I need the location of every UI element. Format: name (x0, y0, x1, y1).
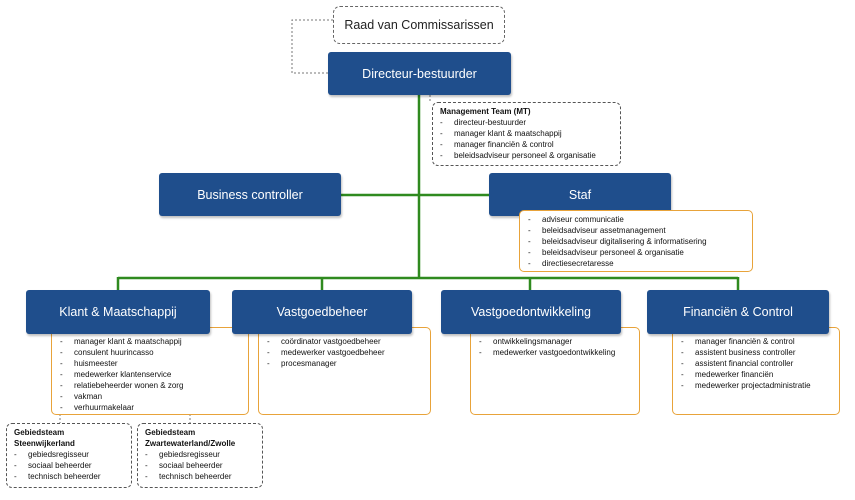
raad-dotted-connector (291, 19, 333, 74)
list-item: gebiedsregisseur (14, 449, 124, 460)
list-item: beleidsadviseur digitalisering & informa… (528, 236, 744, 247)
list-item: beleidsadviseur personeel & organisatie (440, 150, 613, 161)
mt-title: Management Team (MT) (440, 107, 531, 116)
raad-van-commissarissen-box: Raad van Commissarissen (333, 6, 505, 44)
list-item: assistent business controller (681, 347, 831, 358)
list-item: technisch beheerder (145, 471, 255, 482)
dept-label: Vastgoedbeheer (276, 305, 368, 319)
directeur-label: Directeur-bestuurder (362, 66, 477, 81)
list-item: beleidsadviseur assetmanagement (528, 225, 744, 236)
list-item: huismeester (60, 358, 240, 369)
dept-klant-list: manager klant & maatschappij consulent h… (60, 336, 240, 413)
staf-roles-box: adviseur communicatie beleidsadviseur as… (519, 210, 753, 272)
dept-financien-control-box: Financiën & Control (647, 290, 829, 334)
management-team-box: Management Team (MT) directeur-bestuurde… (432, 102, 621, 166)
dept-financien-list: manager financiën & control assistent bu… (681, 336, 831, 391)
business-controller-label: Business controller (197, 187, 303, 202)
dept-vastgoedbeheer-roles-box: coördinator vastgoedbeheer medewerker va… (258, 327, 431, 415)
gebiedsteam-title: Gebiedsteam (14, 428, 65, 437)
list-item: procesmanager (267, 358, 422, 369)
list-item: gebiedsregisseur (145, 449, 255, 460)
gebiedsteam-2-list: gebiedsregisseur sociaal beheerder techn… (145, 449, 255, 482)
list-item: medewerker klantenservice (60, 369, 240, 380)
mt-list: directeur-bestuurder manager klant & maa… (440, 117, 613, 161)
list-item: medewerker financiën (681, 369, 831, 380)
list-item: vakman (60, 391, 240, 402)
dept-vastgoedbeheer-box: Vastgoedbeheer (232, 290, 412, 334)
list-item: medewerker vastgoedontwikkeling (479, 347, 631, 358)
list-item: coördinator vastgoedbeheer (267, 336, 422, 347)
dept-vastgoedontwikkeling-box: Vastgoedontwikkeling (441, 290, 621, 334)
raad-label: Raad van Commissarissen (344, 18, 494, 32)
dept-klant-roles-box: manager klant & maatschappij consulent h… (51, 327, 249, 415)
list-item: relatiebeheerder wonen & zorg (60, 380, 240, 391)
list-item: adviseur communicatie (528, 214, 744, 225)
list-item: ontwikkelingsmanager (479, 336, 631, 347)
list-item: manager klant & maatschappij (60, 336, 240, 347)
gebiedsteam-1-list: gebiedsregisseur sociaal beheerder techn… (14, 449, 124, 482)
list-item: medewerker vastgoedbeheer (267, 347, 422, 358)
list-item: manager financiën & control (681, 336, 831, 347)
gebiedsteam-steenwijkerland-box: Gebiedsteam Steenwijkerland gebiedsregis… (6, 423, 132, 488)
dept-klant-maatschappij-box: Klant & Maatschappij (26, 290, 210, 334)
directeur-bestuurder-box: Directeur-bestuurder (328, 52, 511, 95)
dept-vastgoedontwikkeling-list: ontwikkelingsmanager medewerker vastgoed… (479, 336, 631, 358)
dept-vastgoedbeheer-list: coördinator vastgoedbeheer medewerker va… (267, 336, 422, 369)
staf-list: adviseur communicatie beleidsadviseur as… (528, 214, 744, 269)
dept-financien-roles-box: manager financiën & control assistent bu… (672, 327, 840, 415)
list-item: manager financiën & control (440, 139, 613, 150)
list-item: sociaal beheerder (145, 460, 255, 471)
list-item: directiesecretaresse (528, 258, 744, 269)
dept-label: Klant & Maatschappij (59, 305, 177, 319)
list-item: manager klant & maatschappij (440, 128, 613, 139)
staf-label: Staf (568, 187, 592, 202)
dept-label: Vastgoedontwikkeling (471, 305, 591, 319)
list-item: sociaal beheerder (14, 460, 124, 471)
gebiedsteam-zwartewaterland-box: Gebiedsteam Zwartewaterland/Zwolle gebie… (137, 423, 263, 488)
list-item: medewerker projectadministratie (681, 380, 831, 391)
business-controller-box: Business controller (159, 173, 341, 216)
gebiedsteam-subtitle: Steenwijkerland (14, 439, 75, 448)
list-item: verhuurmakelaar (60, 402, 240, 413)
list-item: assistent financial controller (681, 358, 831, 369)
list-item: consulent huurincasso (60, 347, 240, 358)
list-item: technisch beheerder (14, 471, 124, 482)
list-item: directeur-bestuurder (440, 117, 613, 128)
dept-vastgoedontwikkeling-roles-box: ontwikkelingsmanager medewerker vastgoed… (470, 327, 640, 415)
staf-box: Staf (489, 173, 671, 216)
gebiedsteam-subtitle: Zwartewaterland/Zwolle (145, 439, 236, 448)
gebiedsteam-title: Gebiedsteam (145, 428, 196, 437)
list-item: beleidsadviseur personeel & organisatie (528, 247, 744, 258)
dept-label: Financiën & Control (683, 305, 793, 319)
